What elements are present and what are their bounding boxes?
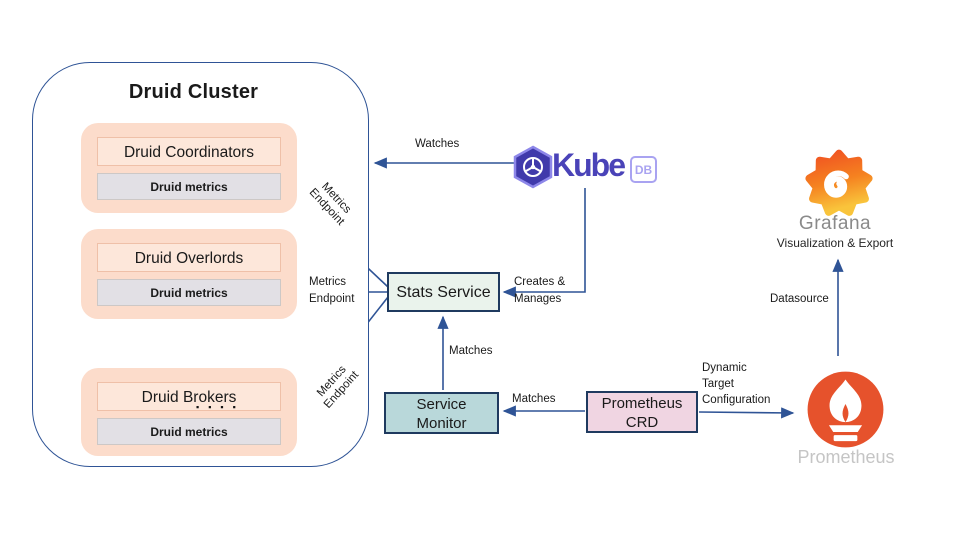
prometheus-crd-line2: CRD: [625, 414, 659, 431]
ellipsis-dots: ▪▪▪▪: [196, 402, 245, 412]
kubedb-logo: Kube DB: [513, 144, 663, 190]
kubedb-wordmark: Kube: [552, 147, 626, 183]
pod-name-label: Druid Brokers: [97, 382, 281, 411]
edge-label-matches-vertical: Matches: [449, 345, 493, 357]
prometheus-logo: Prometheus: [785, 370, 907, 470]
grafana-caption: Visualization & Export: [776, 236, 894, 250]
edge-label-watches: Watches: [415, 138, 460, 150]
kubedb-hexagon-icon: [513, 145, 553, 189]
edge-label-creates-manages: Creates & Manages: [514, 276, 566, 305]
pod-druid-overlords: Druid Overlords Druid metrics: [81, 229, 297, 319]
kubedb-db-badge: DB: [630, 156, 657, 183]
service-monitor-line2: Monitor: [416, 415, 467, 432]
edge-label-datasource: Datasource: [770, 293, 829, 305]
pod-name-label: Druid Coordinators: [97, 137, 281, 166]
edge-dynamic-target: [698, 407, 795, 419]
service-monitor-line1: Service: [416, 396, 467, 413]
edge-label-dynamic-target-configuration: Dynamic Target Configuration: [702, 362, 771, 406]
druid-metrics-box: Druid metrics: [97, 173, 281, 200]
cluster-title: Druid Cluster: [128, 81, 259, 103]
prometheus-crd-line1: Prometheus: [601, 395, 683, 412]
stats-service-box: Stats Service: [387, 272, 500, 312]
grafana-logo: Grafana Visualization & Export: [755, 140, 915, 252]
druid-cluster-box: Druid Cluster Druid Coordinators Druid m…: [32, 62, 369, 467]
pod-name-label: Druid Overlords: [97, 243, 281, 272]
prometheus-crd-box: Prometheus CRD: [586, 391, 698, 433]
edge-label-matches-horizontal: Matches: [512, 393, 556, 405]
grafana-wordmark: Grafana: [798, 213, 872, 234]
pod-druid-brokers: Druid Brokers Druid metrics: [81, 368, 297, 456]
prometheus-flame-icon: [807, 371, 884, 448]
grafana-flame-icon: [805, 149, 873, 216]
edge-label-metrics-endpoint-middle: Metrics Endpoint: [309, 276, 355, 305]
pod-druid-coordinators: Druid Coordinators Druid metrics: [81, 123, 297, 213]
druid-metrics-box: Druid metrics: [97, 279, 281, 306]
prometheus-wordmark: Prometheus: [797, 447, 895, 467]
service-monitor-box: Service Monitor: [384, 392, 499, 434]
druid-metrics-box: Druid metrics: [97, 418, 281, 445]
